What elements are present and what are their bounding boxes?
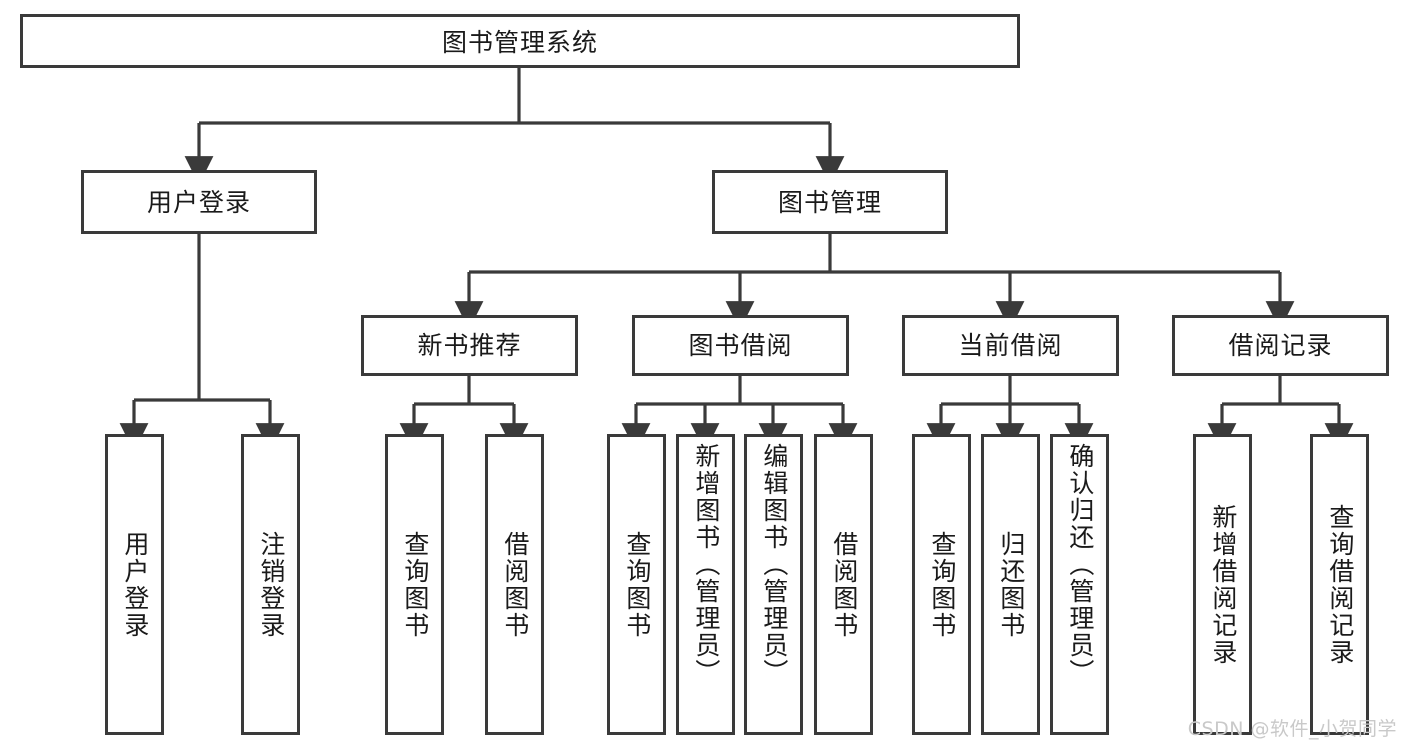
node-label: 图书借阅 bbox=[688, 331, 793, 360]
leaf-add-record[interactable]: 新增借阅记录 bbox=[1193, 434, 1252, 735]
leaf-label: 新增图书（管理员） bbox=[691, 443, 721, 686]
leaf-query-record[interactable]: 查询借阅记录 bbox=[1310, 434, 1369, 735]
node-user-login[interactable]: 用户登录 bbox=[81, 170, 317, 234]
leaf-label: 查询借阅记录 bbox=[1325, 503, 1355, 666]
leaf-label: 归还图书 bbox=[996, 530, 1026, 639]
node-book-management[interactable]: 图书管理 bbox=[712, 170, 948, 234]
node-label: 借阅记录 bbox=[1228, 331, 1333, 360]
leaf-label: 确认归还（管理员） bbox=[1065, 443, 1095, 686]
node-label: 用户登录 bbox=[146, 187, 251, 217]
node-label: 当前借阅 bbox=[958, 331, 1063, 360]
csdn-watermark: CSDN @软件_小贺同学 bbox=[1187, 718, 1397, 740]
leaf-label: 编辑图书（管理员） bbox=[759, 443, 789, 686]
leaf-label: 查询图书 bbox=[927, 530, 957, 639]
node-label: 新书推荐 bbox=[417, 331, 522, 360]
leaf-user-login[interactable]: 用户登录 bbox=[105, 434, 164, 735]
leaf-edit-book[interactable]: 编辑图书（管理员） bbox=[744, 434, 803, 735]
leaf-logout[interactable]: 注销登录 bbox=[241, 434, 300, 735]
leaf-label: 新增借阅记录 bbox=[1208, 503, 1238, 666]
node-current-borrow[interactable]: 当前借阅 bbox=[902, 315, 1119, 376]
node-label: 图书管理 bbox=[777, 187, 882, 217]
node-label: 图书管理系统 bbox=[441, 28, 598, 57]
leaf-borrow-book-2[interactable]: 借阅图书 bbox=[814, 434, 873, 735]
leaf-return-book[interactable]: 归还图书 bbox=[981, 434, 1040, 735]
node-new-book-recommend[interactable]: 新书推荐 bbox=[361, 315, 578, 376]
node-root-system[interactable]: 图书管理系统 bbox=[20, 14, 1020, 68]
leaf-query-book-3[interactable]: 查询图书 bbox=[912, 434, 971, 735]
leaf-add-book[interactable]: 新增图书（管理员） bbox=[676, 434, 735, 735]
leaf-label: 查询图书 bbox=[400, 530, 430, 639]
leaf-borrow-book-1[interactable]: 借阅图书 bbox=[485, 434, 544, 735]
node-book-borrow[interactable]: 图书借阅 bbox=[632, 315, 849, 376]
leaf-label: 查询图书 bbox=[622, 530, 652, 639]
node-borrow-record[interactable]: 借阅记录 bbox=[1172, 315, 1389, 376]
leaf-confirm-return[interactable]: 确认归还（管理员） bbox=[1050, 434, 1109, 735]
leaf-label: 借阅图书 bbox=[829, 530, 859, 639]
leaf-query-book-2[interactable]: 查询图书 bbox=[607, 434, 666, 735]
leaf-label: 用户登录 bbox=[120, 530, 150, 639]
leaf-query-book-1[interactable]: 查询图书 bbox=[385, 434, 444, 735]
leaf-label: 借阅图书 bbox=[500, 530, 530, 639]
leaf-label: 注销登录 bbox=[256, 530, 286, 639]
